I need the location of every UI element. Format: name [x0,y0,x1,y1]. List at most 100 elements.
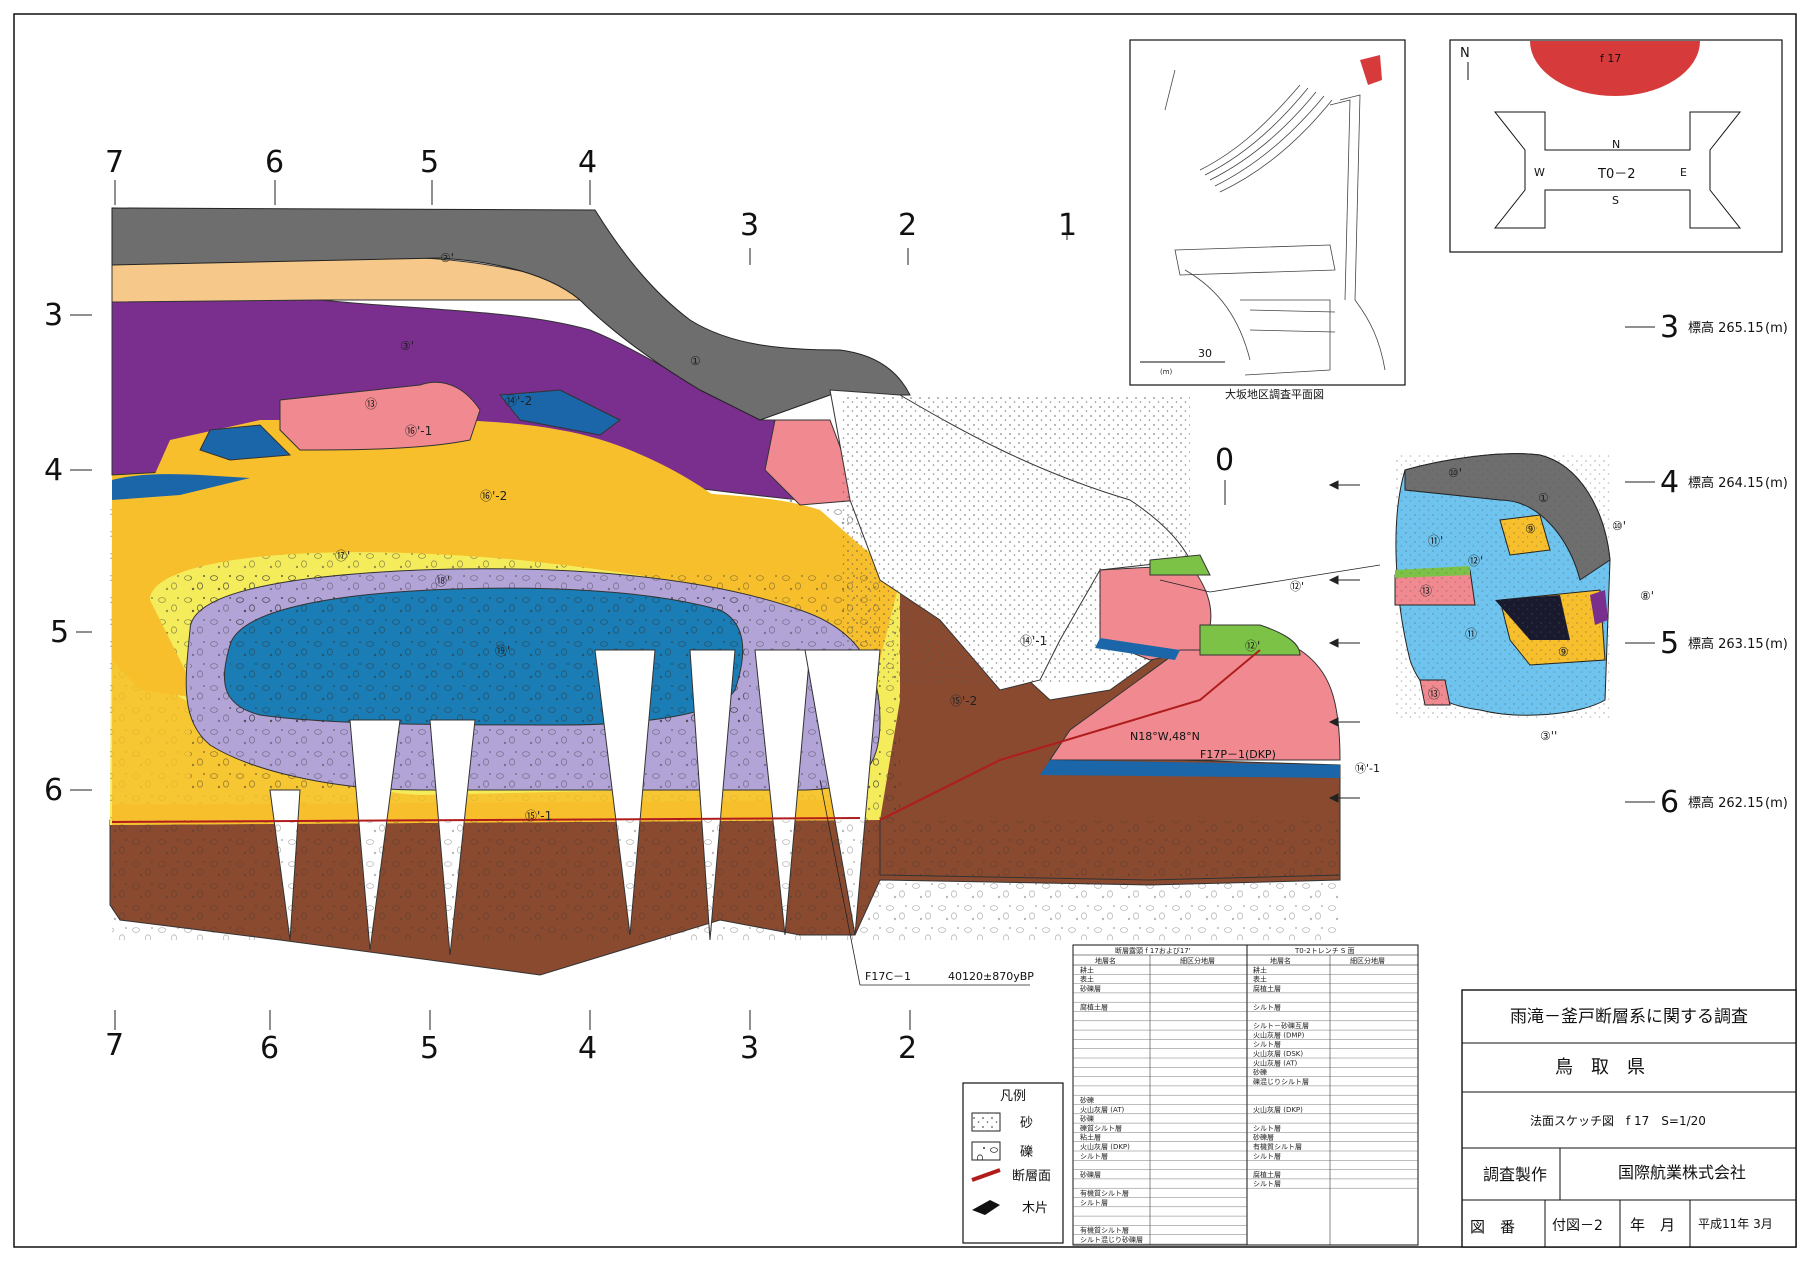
table-row: シルト層 [1253,1004,1281,1012]
legend-fault: 断層面 [1012,1169,1051,1184]
end-label-8: ⑧' [1640,589,1654,603]
end-label-10a: ⑩' [1448,466,1462,480]
left-level-4: 4 [44,453,63,488]
end-panel-arrows [1328,480,1360,803]
table-row: 火山灰層 (DMP) [1253,1030,1305,1039]
figure-number: 付図－2 [1552,1218,1603,1234]
trench-name: T0－2 [1597,167,1635,182]
legend: 凡例 砂 礫 断層面 木片 [962,1082,1064,1244]
table-row: シルト層 [1253,1124,1281,1132]
table-row: 火山灰層 (DKP) [1253,1105,1303,1114]
north-mark: N [1460,46,1470,61]
end-label-9a: ⑨ [1525,522,1536,536]
sample-f17c: F17C－1 [865,970,911,983]
top-grid-5: 5 [420,145,439,180]
table-row: 腐植土層 [1080,1003,1108,1012]
unit-labels: ① ②' ③' ⑬ ⑭'-2 ⑯'-1 ⑯'-2 ⑰' ⑱' ⑲' ⑮'-2 ⑭… [335,251,1260,823]
bottom-grid-3: 3 [740,1031,759,1066]
table-row: 砂礫層 [1080,1170,1101,1179]
sample-f17p: F17P－1(DKP) [1200,748,1276,761]
elev-4-text: 標高 264.15 [1688,475,1764,491]
table-subhead-3: 地層名 [1270,956,1291,965]
table-row: 粘土層 [1080,1133,1101,1142]
table-row: シルト層 [1253,1152,1281,1160]
elev-5-text: 標高 263.15 [1688,636,1764,652]
top-grid-2: 2 [898,208,917,243]
end-label-13b: ⑬ [1428,687,1440,701]
date-label: 年 月 [1630,1216,1675,1234]
date-value: 平成11年 3月 [1698,1217,1773,1231]
radiocarbon-age: 40120±870yBP [948,970,1034,983]
grid-labels: 7 6 5 4 3 2 1 0 7 6 5 4 3 2 3 4 5 6 [44,145,1234,1066]
table-row: 砂礫 [1253,1068,1267,1077]
left-level-5: 5 [50,615,69,650]
table-row: シルト層 [1253,1180,1281,1188]
table-header-left: 断層露頭 f 17および17' [1115,946,1191,955]
drawing-title: 法面スケッチ図 f 17 S=1/20 [1530,1114,1706,1128]
elev-4-unit: (m) [1765,476,1788,491]
table-row: 砂礫 [1080,1114,1094,1123]
end-label-10b: ⑩' [1612,519,1626,533]
made-by-label: 調査製作 [1483,1165,1547,1184]
inset-caption: 大坂地区調査平面図 [1225,387,1324,401]
legend-sand: 砂 [1020,1116,1033,1131]
bottom-grid-7: 7 [105,1028,124,1063]
table-row: 礫質シルト層 [1080,1123,1122,1132]
label-unit-15-1: ⑮'-1 [525,809,552,823]
cross-section [109,207,1341,976]
unit-12 [1199,624,1301,656]
table-row: 表土 [1080,975,1094,984]
side-s: S [1612,194,1619,207]
stratigraphic-table: 断層露頭 f 17および17' T0-2トレンチ S 面 地層名 細区分地層 地… [1072,944,1419,1246]
table-row: 砂礫層 [1080,984,1101,993]
end-label-9b: ⑨ [1558,645,1569,659]
label-unit-18: ⑱' [435,574,450,588]
title-block: 雨滝－釜戸断層系に関する調査 鳥 取 県 法面スケッチ図 f 17 S=1/20… [1461,989,1797,1248]
table-row: シルト混じり砂礫層 [1080,1235,1143,1244]
top-grid-1: 1 [1058,208,1077,243]
label-unit-16-2: ⑯'-2 [480,489,507,503]
label-unit-1: ① [690,354,701,368]
elev-6-unit: (m) [1765,796,1788,811]
end-label-11b: ⑪ [1465,627,1477,641]
unit-14-1-b [1095,638,1180,660]
legend-gravel-swatch [971,1141,1001,1161]
table-row: 耕土 [1253,965,1267,974]
elev-5-unit: (m) [1765,637,1788,652]
table-row: 耕土 [1080,965,1094,974]
left-level-6: 6 [44,773,63,808]
end-label-12: ⑫' [1468,554,1483,568]
top-grid-6: 6 [265,145,284,180]
table-row: 砂礫 [1080,1096,1094,1105]
bottom-grid-2: 2 [898,1031,917,1066]
table-row: 腐植土層 [1253,984,1281,993]
wood-icon [972,1200,1000,1215]
inset-scale-unit: (m) [1160,368,1173,376]
inset-scale-value: 30 [1198,347,1212,360]
table-subhead-2: 細区分地層 [1180,956,1215,965]
table-row: シルト層 [1253,1041,1281,1049]
table-subhead-1: 地層名 [1095,956,1116,965]
grid-ticks [70,180,1226,1030]
side-n: N [1612,138,1620,151]
legend-wood: 木片 [1022,1201,1048,1216]
elev-3-text: 標高 265.15 [1688,320,1764,336]
table-row: 砂礫層 [1253,1133,1274,1142]
elev-6-text: 標高 262.15 [1688,795,1764,811]
fault-line [879,649,1261,821]
zero-label: 0 [1215,443,1234,478]
unit-14-2 [199,424,292,461]
label-unit-2: ②' [440,251,454,265]
label-unit-12: ⑫' [1245,639,1260,653]
end-wall-panel [1394,453,1611,720]
table-row: シルト層 [1080,1152,1108,1160]
legend-gravel: 礫 [1020,1144,1033,1160]
unit-13 [279,381,481,451]
table-row: 表土 [1253,975,1267,984]
strike-dip: N18°W,48°N [1130,730,1200,743]
elev-3-unit: (m) [1765,321,1788,336]
unit-12-b [1149,554,1211,576]
elev-4-number: 4 [1660,465,1679,500]
